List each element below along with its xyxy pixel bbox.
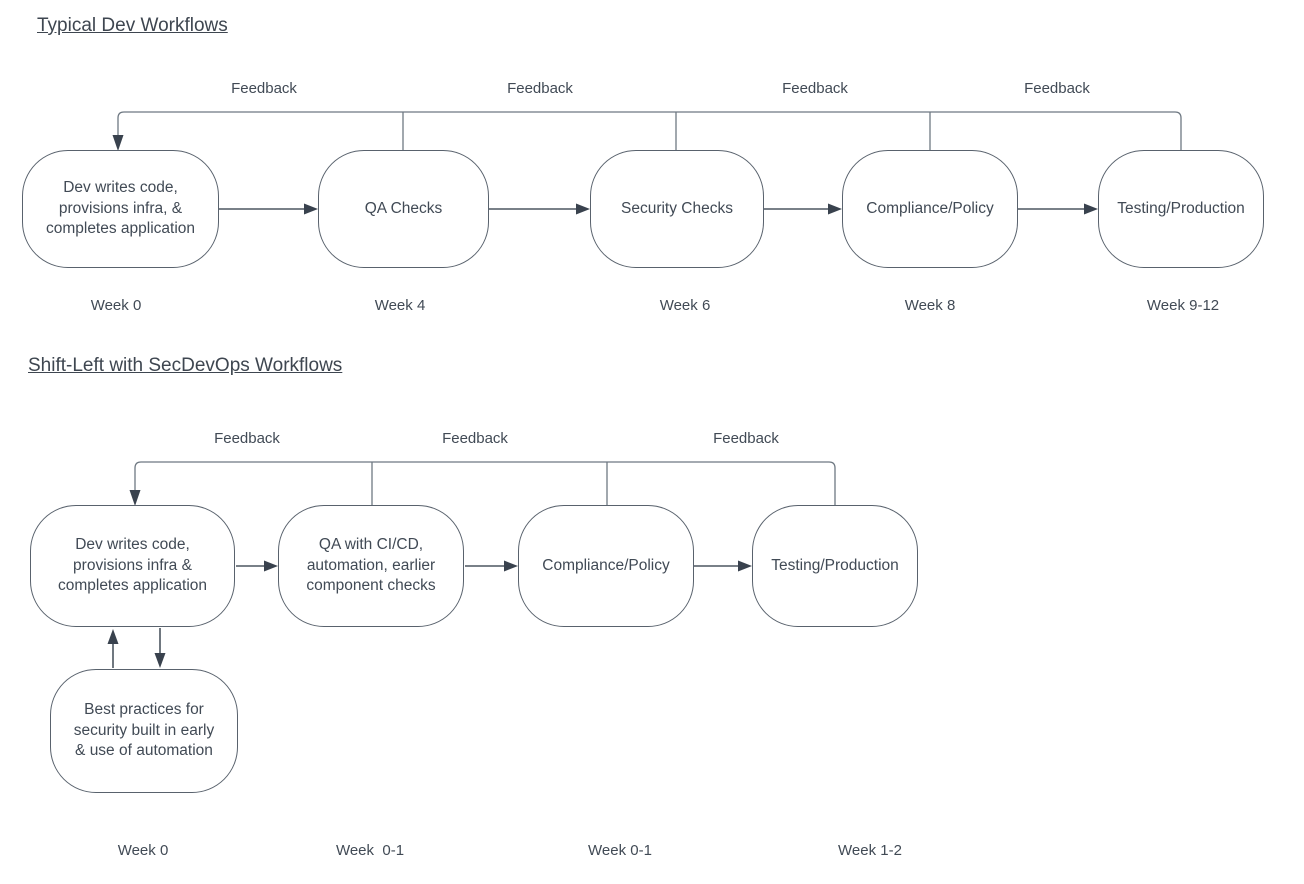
d1-feedback-line (117, 111, 1182, 150)
d2-week-label-1: Week 0 (117, 842, 169, 859)
d1-feedback-label-1: Feedback (231, 80, 297, 97)
d1-feedback-arrowhead (112, 135, 124, 151)
d2-arrow-1-head (264, 560, 278, 572)
d2-node-compliance-policy: Compliance/Policy (518, 505, 694, 627)
d2-down-arrow-head (154, 653, 166, 668)
d1-node-testing-production: Testing/Production (1098, 150, 1264, 268)
d1-node-security-checks: Security Checks (590, 150, 764, 268)
d1-feedback-label-3: Feedback (782, 80, 848, 97)
d2-feedback-label-1: Feedback (214, 430, 280, 447)
d2-node-testing-production: Testing/Production (752, 505, 918, 627)
d2-arrow-2-head (504, 560, 518, 572)
d2-up-arrow-head (107, 629, 119, 644)
d2-week-label-3: Week 0-1 (588, 842, 652, 859)
d1-node-qa-checks: QA Checks (318, 150, 489, 268)
d2-node-dev-writes-code: Dev writes code, provisions infra & comp… (30, 505, 235, 627)
d1-feedback-label-2: Feedback (507, 80, 573, 97)
d2-week-label-4: Week 1-2 (838, 842, 902, 859)
d1-title: Typical Dev Workflows (37, 15, 228, 36)
d2-node-best-practices: Best practices for security built in ear… (50, 669, 238, 793)
d1-week-label-1: Week 0 (90, 297, 142, 314)
d1-node-dev-writes-code: Dev writes code, provisions infra, & com… (22, 150, 219, 268)
d1-week-label-4: Week 8 (904, 297, 956, 314)
d2-feedback-line (134, 461, 836, 505)
d1-arrow-3-head (828, 203, 842, 215)
d2-arrow-3-head (738, 560, 752, 572)
d2-week-label-2: Week 0-1 (335, 842, 405, 859)
d2-feedback-label-2: Feedback (442, 430, 508, 447)
d2-feedback-label-3: Feedback (713, 430, 779, 447)
d1-week-label-2: Week 4 (374, 297, 426, 314)
d1-feedback-label-4: Feedback (1024, 80, 1090, 97)
d1-week-label-3: Week 6 (659, 297, 711, 314)
d1-node-compliance-policy: Compliance/Policy (842, 150, 1018, 268)
d1-arrow-2-head (576, 203, 590, 215)
d1-arrow-4-head (1084, 203, 1098, 215)
d1-week-label-5: Week 9-12 (1146, 297, 1220, 314)
d2-feedback-arrowhead (129, 490, 141, 506)
d1-arrow-1-head (304, 203, 318, 215)
d2-title: Shift-Left with SecDevOps Workflows (28, 355, 343, 376)
d2-node-qa-cicd: QA with CI/CD, automation, earlier compo… (278, 505, 464, 627)
